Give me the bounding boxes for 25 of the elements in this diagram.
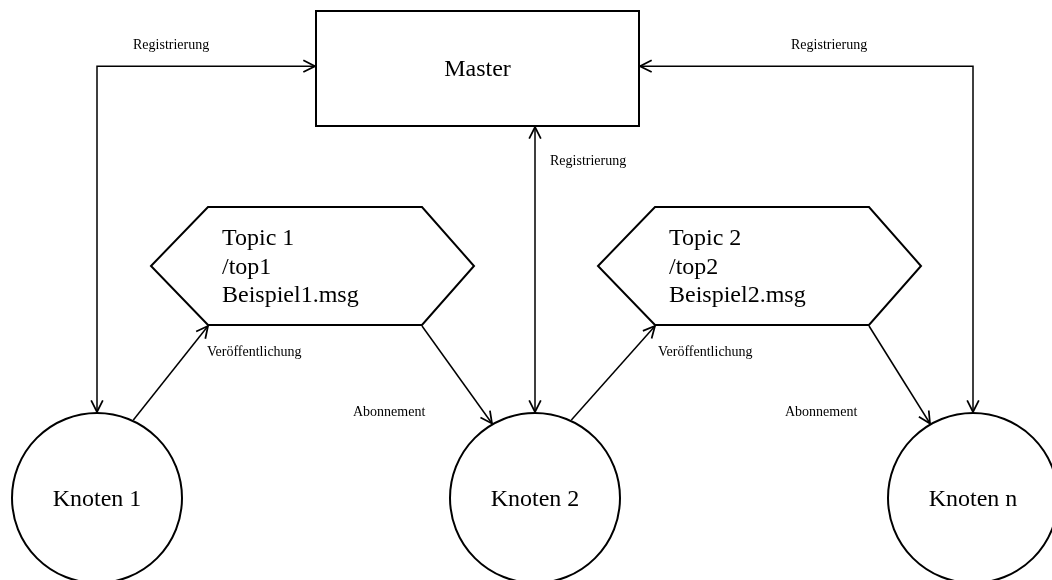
arrow [132, 325, 209, 421]
edge-label: Registrierung [790, 37, 869, 53]
arrow [528, 126, 542, 413]
process-box [315, 10, 640, 127]
node-label: Knoten 2 [490, 483, 580, 513]
node-label: Topic 2 [669, 222, 742, 252]
arrow [90, 59, 316, 413]
hexagon-node [597, 206, 922, 326]
arrow [421, 325, 493, 425]
edge-label: Registrierung [132, 37, 211, 53]
node-label: /top1 [222, 251, 272, 281]
arrow [570, 325, 656, 421]
node-label: Topic 1 [222, 222, 295, 252]
hexagon-node [150, 206, 475, 326]
node-label: Beispiel2.msg [669, 280, 806, 310]
edge-label: Veröffentlichung [657, 344, 754, 360]
node-label: Beispiel1.msg [222, 280, 359, 310]
node-label: Master [444, 54, 511, 83]
arrow [868, 325, 931, 425]
node-label: Knoten 1 [52, 483, 142, 513]
node-label: Knoten n [928, 483, 1018, 513]
edge-label: Veröffentlichung [206, 344, 303, 360]
arrow [639, 59, 980, 413]
node-label: /top2 [669, 251, 719, 281]
edge-label: Registrierung [549, 153, 628, 169]
